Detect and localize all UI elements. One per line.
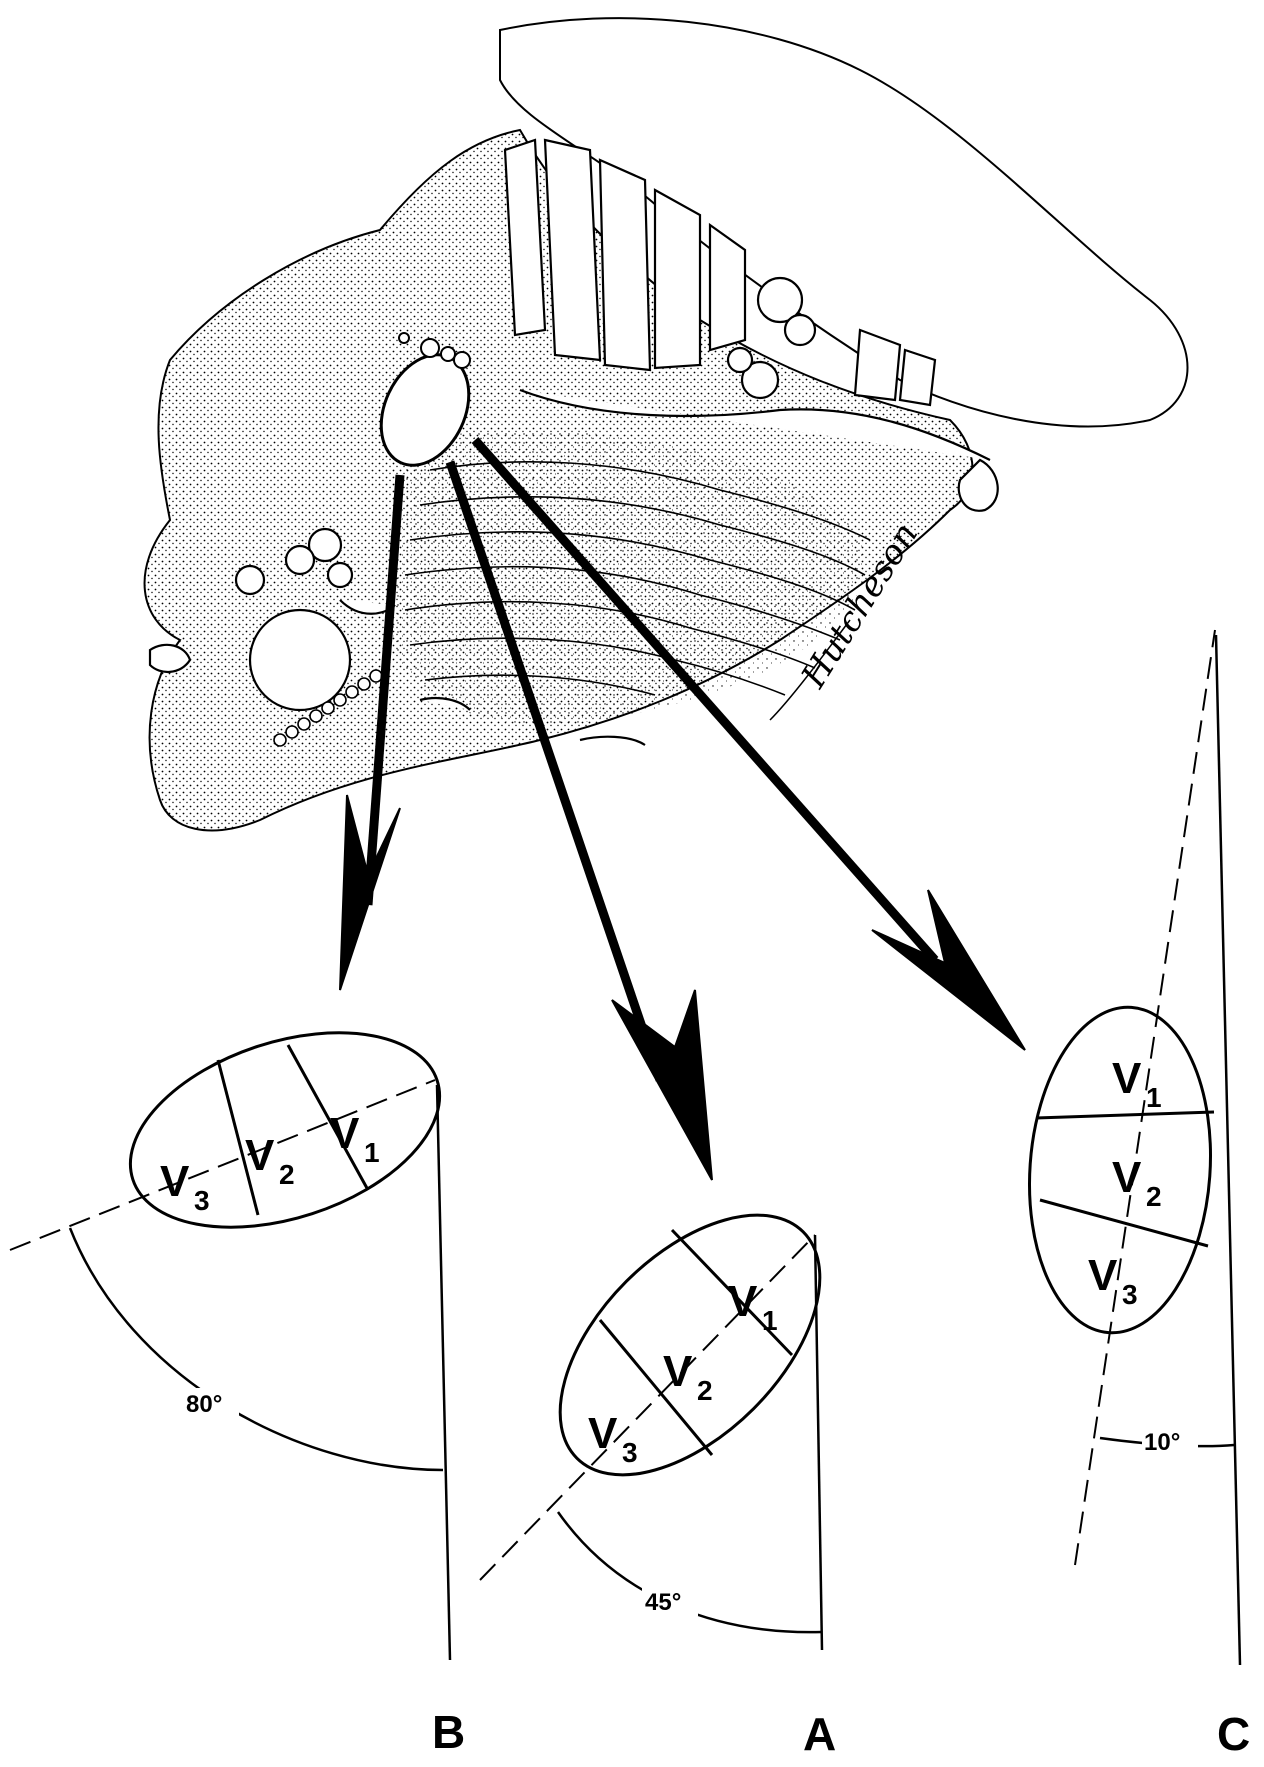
- view-a-v3-sub: 3: [622, 1437, 638, 1468]
- view-c-v3-sub: 3: [1122, 1279, 1138, 1310]
- view-a-axis: [480, 1235, 815, 1580]
- view-a: [480, 1168, 867, 1650]
- view-a-v1-letter: V: [728, 1277, 758, 1326]
- view-b-labels: V 1 V 2 V 3 80° B: [160, 1109, 465, 1758]
- view-b-label: B: [432, 1706, 465, 1758]
- view-b-v1-letter: V: [330, 1109, 360, 1158]
- view-b-oval: [106, 997, 465, 1263]
- view-a-v2-sub: 2: [697, 1375, 713, 1406]
- view-c-label: C: [1217, 1708, 1250, 1760]
- view-c-v1-sub: 1: [1146, 1082, 1162, 1113]
- view-a-angle: 45°: [645, 1589, 681, 1616]
- view-b-angle-arc: [70, 1228, 443, 1470]
- view-c-v2-letter: V: [1112, 1153, 1142, 1202]
- view-c: [1019, 630, 1240, 1665]
- view-b-angle: 80°: [186, 1391, 222, 1418]
- view-c-v2-sub: 2: [1146, 1181, 1162, 1212]
- view-c-v3-letter: V: [1088, 1251, 1118, 1300]
- view-c-axis: [1075, 630, 1215, 1565]
- view-b-vertical: [437, 1085, 450, 1660]
- view-a-oval: [513, 1168, 867, 1522]
- view-b-v1-sub: 1: [364, 1137, 380, 1168]
- view-b-v3-letter: V: [160, 1157, 190, 1206]
- view-a-label: A: [803, 1708, 836, 1760]
- view-b-v3-sub: 3: [194, 1185, 210, 1216]
- view-a-v3-letter: V: [588, 1409, 618, 1458]
- view-c-vertical: [1216, 635, 1240, 1665]
- view-c-divider-1: [1036, 1112, 1214, 1118]
- view-c-angle: 10°: [1144, 1429, 1180, 1456]
- view-b-v2-letter: V: [245, 1131, 275, 1180]
- view-a-v2-letter: V: [663, 1347, 693, 1396]
- view-b: [10, 997, 464, 1660]
- anatomical-illustration: Hutcheson: [145, 18, 1188, 830]
- view-c-v1-letter: V: [1112, 1054, 1142, 1103]
- view-c-labels: V 1 V 2 V 3 10° C: [1088, 1054, 1250, 1760]
- view-a-v1-sub: 1: [762, 1305, 778, 1336]
- view-b-v2-sub: 2: [279, 1159, 295, 1190]
